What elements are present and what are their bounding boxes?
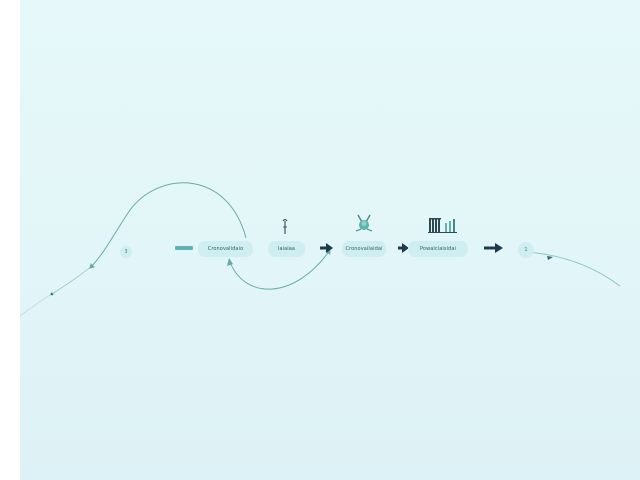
step-node-4: Powaiciaisidai [408,241,468,257]
arrow-step3-step4 [398,243,409,253]
step-node-2: Iaiaiaa [268,241,305,257]
pen-nib-icon [282,218,288,234]
bar-chart-icon [428,218,457,233]
start-node-label: 3 [124,249,128,255]
step-node-3: Cronovailaidai [342,241,386,257]
arrow-step2-step3 [320,243,333,253]
step-node-1: Cronovalidaio [198,241,253,257]
step-node-3-label: Cronovailaidai [345,246,383,252]
left-tail-curve [20,293,53,317]
end-node-label: 1 [524,247,528,253]
left-tail-curve-2 [51,265,93,295]
diagram-canvas: 3 Cronovalidaio Iaiaiaa Cronovailaidai [20,0,640,480]
step-node-4-label: Powaiciaisidai [419,246,457,252]
end-node: 1 [518,242,534,258]
flask-icon [355,214,373,232]
arrow-step4-end [484,243,503,253]
right-tail-curve [525,251,621,287]
source-bar [175,246,193,250]
start-node: 3 [120,246,132,258]
step-node-2-label: Iaiaiaa [277,246,296,252]
loop-back-curve [89,182,247,269]
lower-curve [229,249,331,290]
lower-curve-start-head [227,258,233,266]
connector-layer [20,182,621,317]
step-node-1-label: Cronovalidaio [207,246,244,252]
right-tail-head [547,256,553,260]
